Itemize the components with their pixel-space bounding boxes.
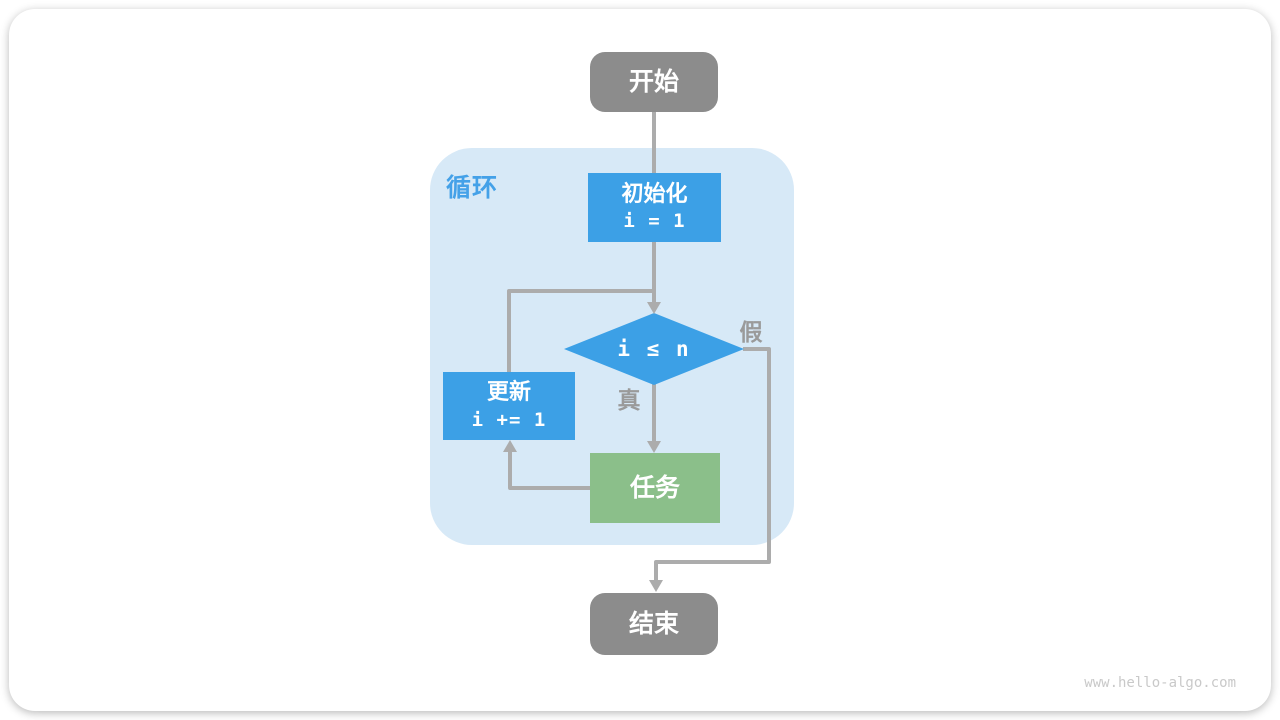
update-node: 更新 i += 1 xyxy=(443,372,575,440)
start-node: 开始 xyxy=(590,52,718,112)
task-node: 任务 xyxy=(590,453,720,523)
start-node-label: 开始 xyxy=(628,67,679,97)
end-node-label: 结束 xyxy=(628,609,679,639)
update-node-title: 更新 xyxy=(486,380,531,406)
arrowhead-into-condition xyxy=(647,302,661,314)
init-node-code: i = 1 xyxy=(623,210,686,233)
init-node-title: 初始化 xyxy=(621,181,688,207)
condition-diamond-shape xyxy=(564,313,744,385)
edge-label-false: 假 xyxy=(739,320,763,346)
watermark: www.hello-algo.com xyxy=(1084,675,1236,691)
condition-node: i ≤ n xyxy=(564,314,744,384)
update-node-code: i += 1 xyxy=(471,408,547,431)
edge-update-to-condition xyxy=(507,289,656,373)
task-node-label: 任务 xyxy=(629,473,680,503)
init-node: 初始化 i = 1 xyxy=(588,173,721,242)
condition-node-code: i ≤ n xyxy=(617,337,691,361)
loop-region-label: 循环 xyxy=(446,173,499,202)
arrowhead-into-end xyxy=(649,580,663,592)
end-node: 结束 xyxy=(590,593,718,655)
arrowhead-into-task xyxy=(647,441,661,453)
edge-condition-false-to-end xyxy=(654,347,771,581)
edge-task-to-update xyxy=(508,452,591,490)
edge-label-true: 真 xyxy=(617,388,641,414)
arrowhead-into-update xyxy=(503,440,517,452)
